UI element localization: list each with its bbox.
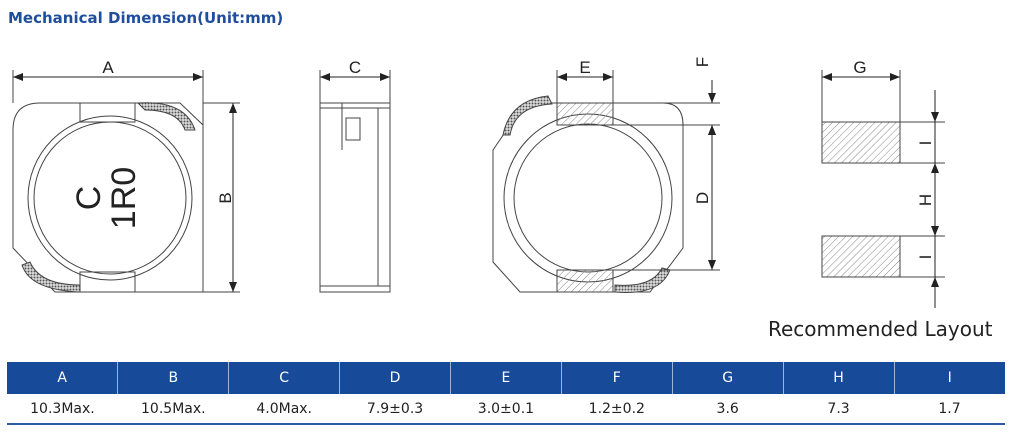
recommended-layout-view — [821, 70, 945, 308]
value-g: 3.6 — [672, 394, 784, 425]
dim-label-f: F — [693, 57, 712, 67]
value-c: 4.0Max. — [228, 394, 340, 425]
header-a: A — [7, 362, 119, 394]
header-h: H — [783, 362, 895, 394]
section-title: Mechanical Dimension(Unit:mm) — [8, 9, 284, 27]
value-f: 1.2±0.2 — [561, 394, 673, 425]
value-b: 10.5Max. — [117, 394, 229, 425]
dim-label-h: H — [916, 194, 935, 206]
header-i: I — [894, 362, 1005, 394]
dim-label-c: C — [349, 58, 361, 77]
header-c: C — [228, 362, 341, 394]
header-f: F — [561, 362, 673, 394]
marking-line1: C — [70, 186, 108, 211]
dim-label-d: D — [693, 192, 712, 204]
dim-label-i-top: I — [916, 141, 935, 146]
top-view — [12, 70, 240, 293]
dimension-table: A B C D E F G H I 10.3Max. 10.5Max. 4.0M… — [7, 362, 1005, 425]
dim-label-i-bottom: I — [916, 255, 935, 260]
value-h: 7.3 — [783, 394, 894, 425]
value-a: 10.3Max. — [7, 394, 118, 425]
mechanical-drawing: A B C E D F G I H I C 1R0 — [12, 57, 945, 308]
value-d: 7.9±0.3 — [339, 394, 451, 425]
dim-label-a: A — [102, 58, 114, 77]
table-header-row: A B C D E F G H I — [7, 362, 1005, 394]
bottom-view — [492, 70, 720, 294]
recommended-layout-caption: Recommended Layout — [768, 317, 993, 341]
dim-label-e: E — [579, 58, 590, 77]
header-d: D — [339, 362, 451, 394]
table-row: 10.3Max. 10.5Max. 4.0Max. 7.9±0.3 3.0±0.… — [7, 394, 1005, 425]
side-view — [319, 70, 391, 293]
header-g: G — [672, 362, 784, 394]
marking-line2: 1R0 — [105, 167, 143, 229]
header-b: B — [117, 362, 230, 394]
value-i: 1.7 — [894, 394, 1005, 425]
header-e: E — [450, 362, 562, 394]
value-e: 3.0±0.1 — [450, 394, 562, 425]
dim-label-g: G — [853, 58, 866, 77]
dim-label-b: B — [216, 192, 235, 203]
